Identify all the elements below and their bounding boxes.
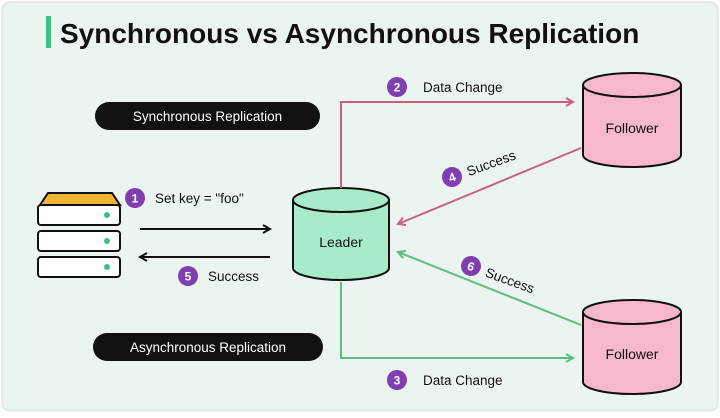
follower-bottom-database	[582, 299, 682, 395]
async-data-change-arrow	[340, 282, 573, 358]
step-label: Data Change	[423, 373, 503, 388]
follower-top-database	[582, 72, 682, 168]
step-badge	[442, 167, 462, 187]
step-label: Data Change	[423, 80, 503, 95]
sync-data-change-arrow	[340, 102, 573, 188]
leader-database	[292, 187, 390, 281]
async-replication-pill	[93, 333, 323, 361]
step-number: 4	[447, 170, 458, 186]
leader-label: Leader	[319, 234, 363, 250]
step-number: 2	[394, 81, 401, 95]
step-badge	[461, 256, 481, 276]
async-success-arrow	[398, 252, 582, 326]
follower-bottom-label: Follower	[606, 346, 659, 362]
step-number: 3	[394, 374, 401, 388]
step-number: 5	[185, 270, 192, 284]
step-badge	[178, 266, 198, 286]
sync-replication-pill-label: Synchronous Replication	[133, 109, 282, 124]
step-number: 1	[132, 192, 139, 206]
client-server-icon	[37, 192, 122, 278]
async-replication-pill-label: Asynchronous Replication	[130, 340, 286, 355]
step-number: 6	[465, 259, 476, 275]
sync-success-arrow	[398, 147, 582, 224]
step-badge	[387, 77, 407, 97]
step-label: Set key = "foo"	[155, 191, 244, 206]
page-title: Synchronous vs Asynchronous Replication	[60, 18, 639, 49]
step-badge	[387, 370, 407, 390]
title-accent-bar	[46, 16, 51, 48]
step-badge	[125, 188, 145, 208]
follower-top-label: Follower	[606, 120, 659, 136]
sync-replication-pill	[95, 102, 320, 130]
step-label: Success	[208, 269, 259, 284]
